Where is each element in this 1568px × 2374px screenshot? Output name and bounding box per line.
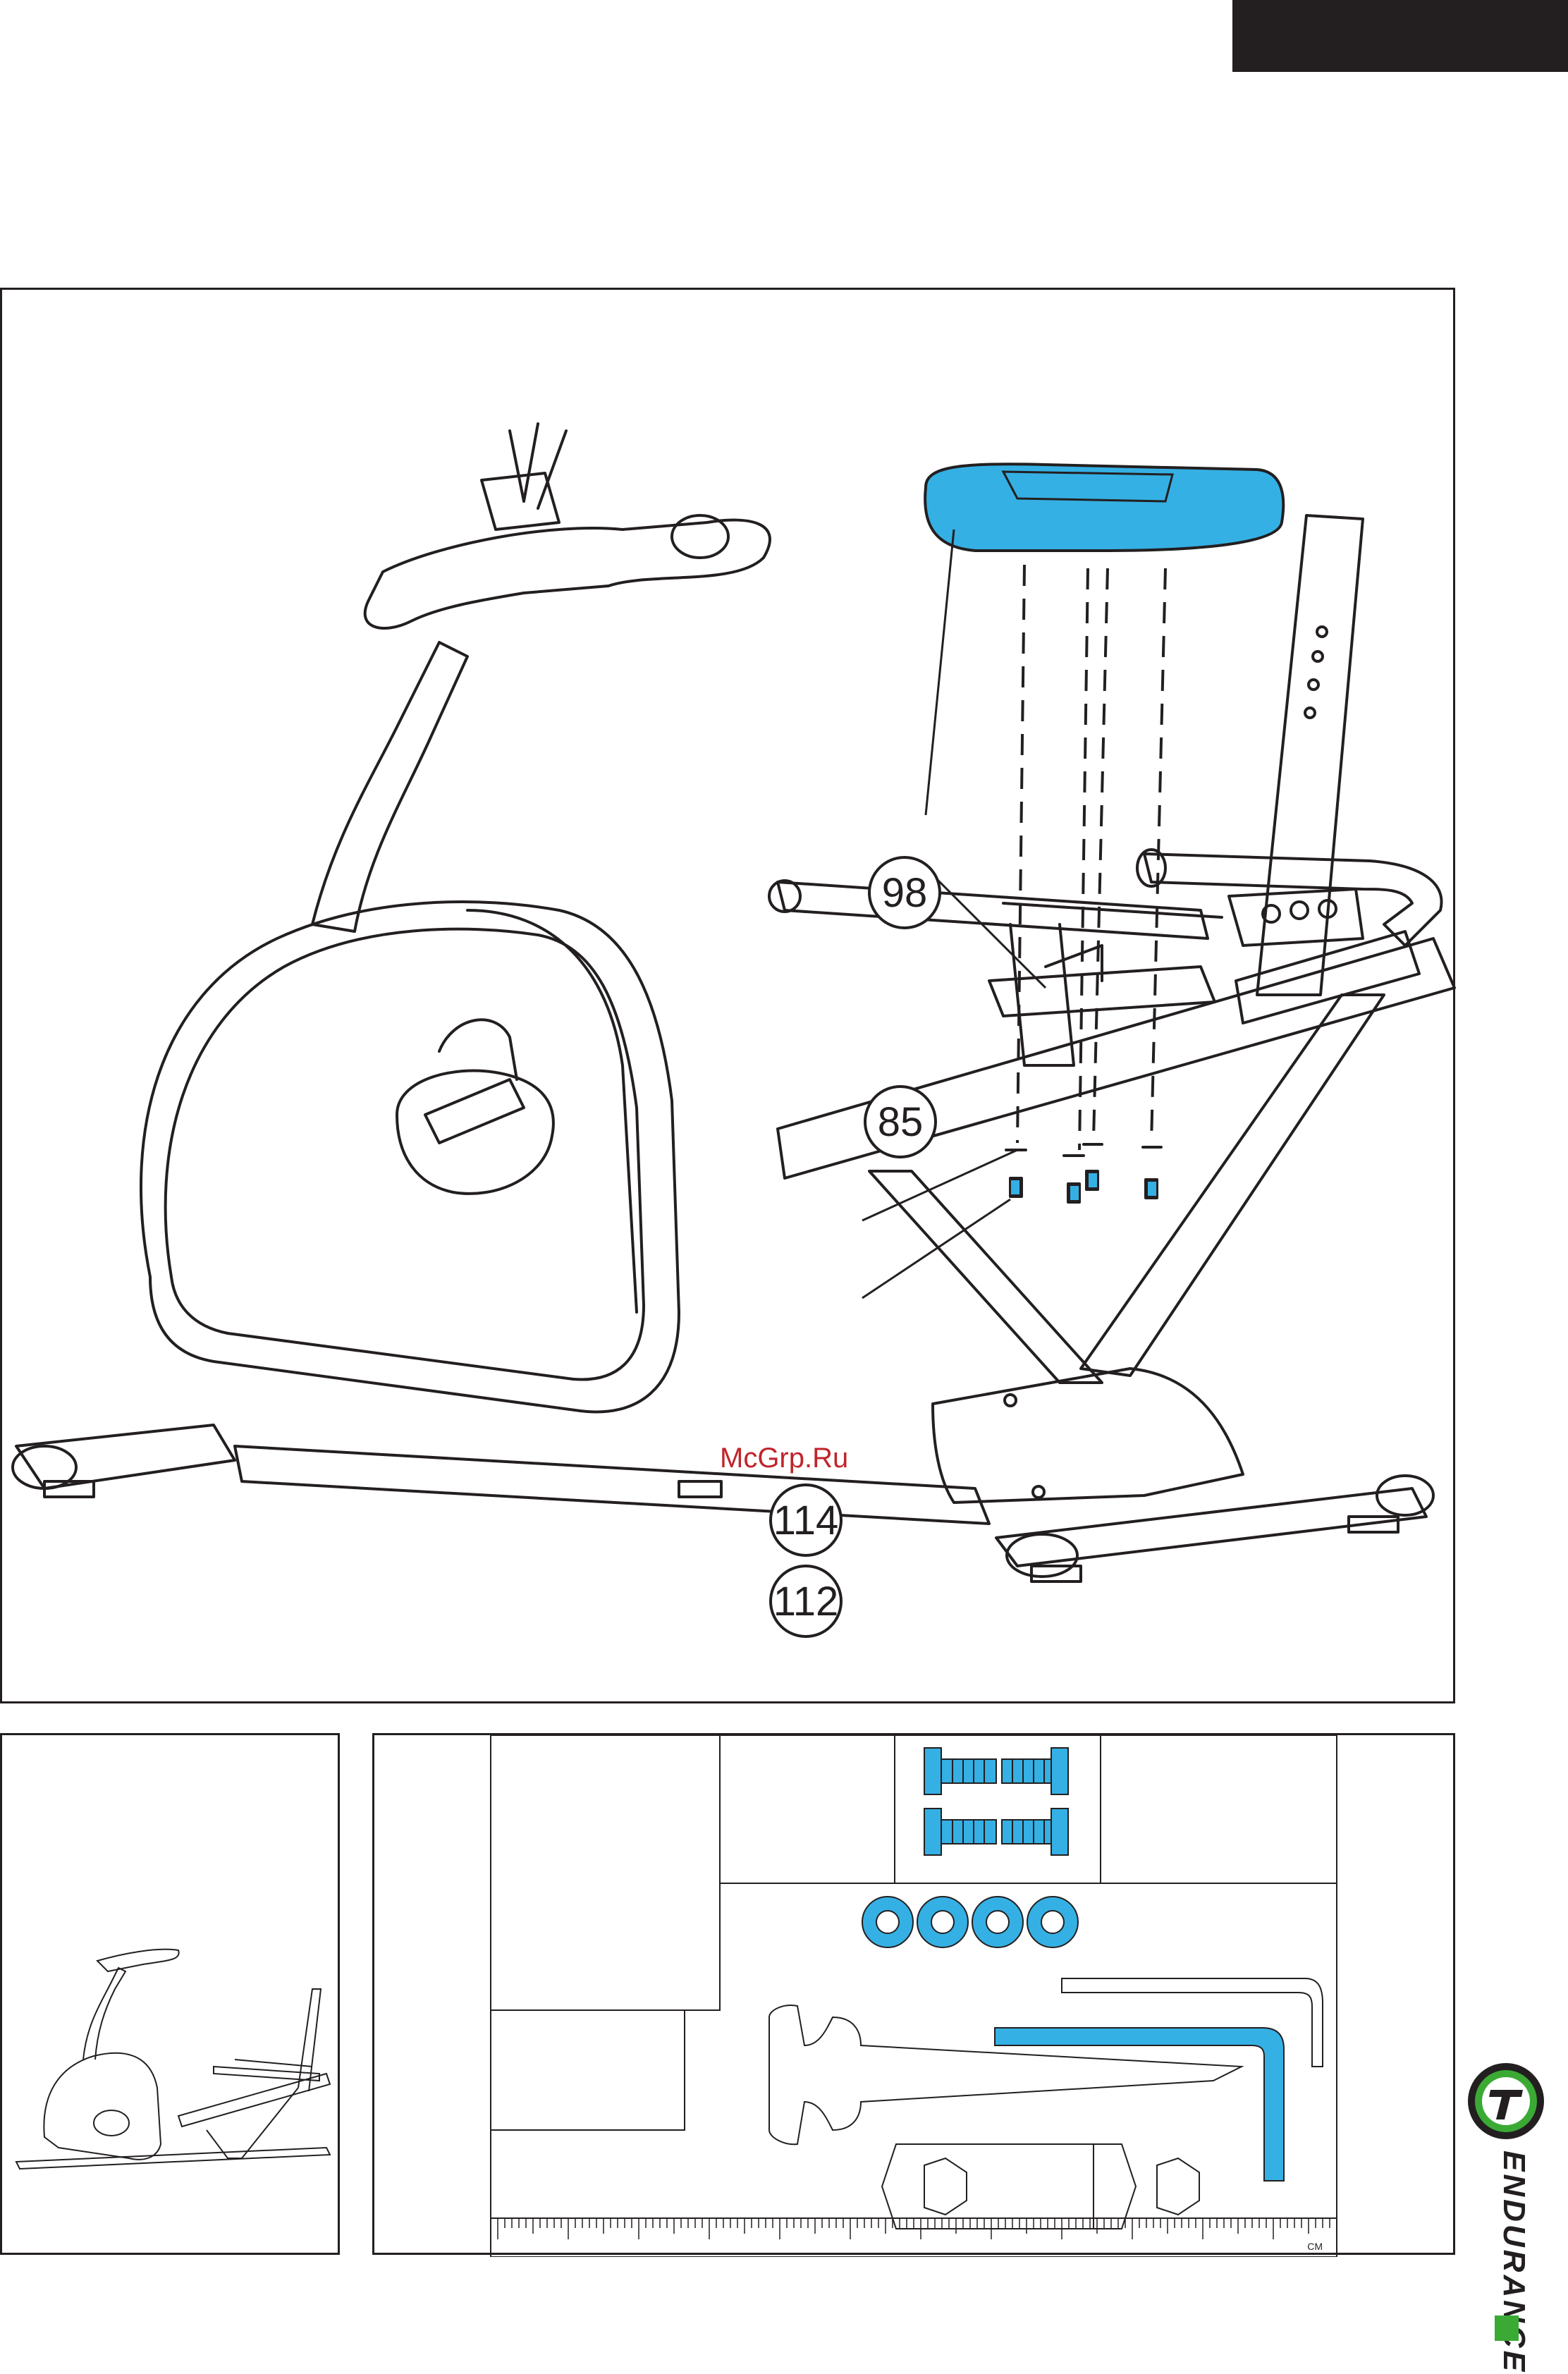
endurance-logo-icon bbox=[1466, 2052, 1551, 2150]
watermark-text: McGrp.Ru bbox=[720, 1443, 848, 1474]
hardware-pack-diagram: CM bbox=[374, 1735, 1457, 2257]
callout-label-85: 85 bbox=[878, 1099, 924, 1145]
callout-label-98: 98 bbox=[882, 870, 928, 916]
bolt-set bbox=[924, 1748, 1068, 1855]
callout-label-112: 112 bbox=[773, 1579, 838, 1625]
assembly-diagram-frame: 98 85 114 112 McGrp.Ru bbox=[0, 288, 1455, 1703]
overview-thumbnail bbox=[2, 1735, 342, 2257]
ruler-unit-label: CM bbox=[1307, 2241, 1323, 2252]
hardware-pack-frame: CM bbox=[372, 1733, 1455, 2255]
callout-label-114: 114 bbox=[773, 1498, 838, 1543]
page-header-tab bbox=[1232, 0, 1568, 72]
seat-part bbox=[925, 464, 1283, 551]
measurement-ruler: CM bbox=[491, 2218, 1337, 2257]
assembly-diagram: 98 85 114 112 McGrp.Ru bbox=[2, 290, 1457, 1706]
brand-accent-bar bbox=[1495, 2315, 1519, 2341]
overview-thumbnail-frame bbox=[0, 1733, 340, 2255]
allen-key-blue bbox=[995, 2028, 1284, 2181]
